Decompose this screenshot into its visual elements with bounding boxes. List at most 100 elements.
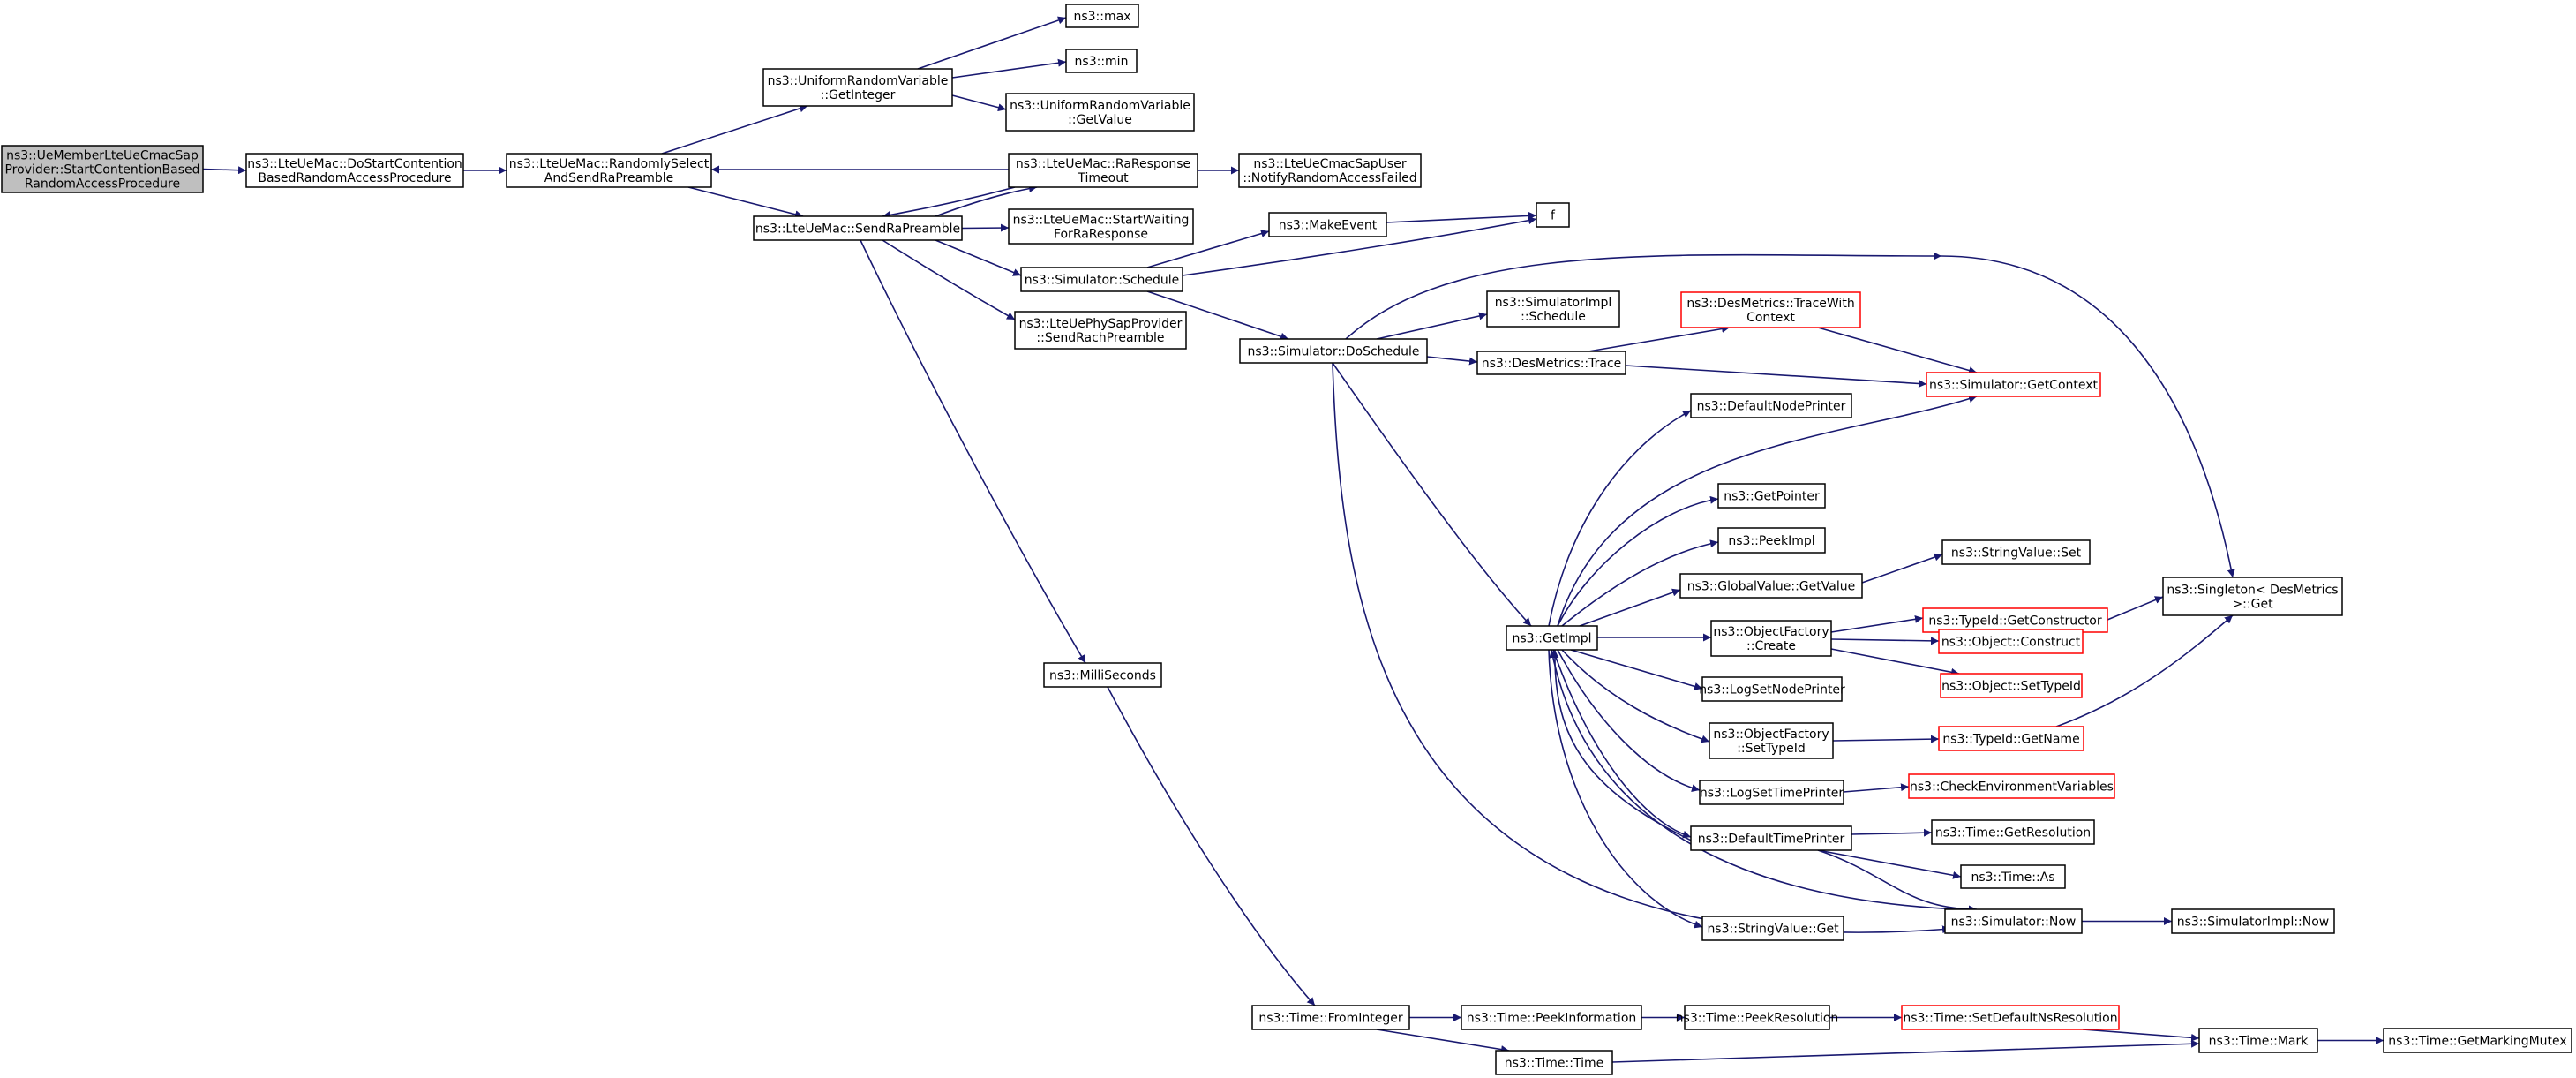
edge-schedule-f (1182, 216, 1537, 276)
edge-fromInt-timeTime (1376, 1029, 1510, 1054)
node-box (1690, 393, 1852, 418)
node-label: Context (1746, 311, 1795, 325)
node-objSetTypeId[interactable]: ns3::Object::SetTypeId (1940, 673, 2083, 698)
node-label: ns3::Time::PeekResolution (1676, 1012, 1839, 1026)
node-peekRes[interactable]: ns3::Time::PeekResolution (1676, 1005, 1839, 1030)
edge-milli-fromInt (1107, 686, 1316, 1006)
node-label: ns3::MilliSeconds (1049, 669, 1156, 683)
node-phy[interactable]: ns3::LteUePhySapProvider::SendRachPreamb… (1014, 311, 1187, 350)
edge-sendRa-phy (882, 239, 1016, 320)
node-fromInt[interactable]: ns3::Time::FromInteger (1251, 1005, 1410, 1030)
node-label: ForRaResponse (1054, 228, 1148, 242)
node-peekImpl[interactable]: ns3::PeekImpl (1717, 527, 1826, 554)
node-box (1699, 780, 1844, 805)
edge-getImpl-defNodePr (1548, 410, 1692, 627)
node-label: ::Schedule (1521, 310, 1586, 324)
node-schedule[interactable]: ns3::Simulator::Schedule (1020, 267, 1183, 292)
edge-dmTrace-getContext (1625, 365, 1927, 388)
node-box (2162, 577, 2343, 616)
edge-doSched-singleton (1345, 252, 1942, 340)
node-getMutex[interactable]: ns3::Time::GetMarkingMutex (2383, 1028, 2572, 1053)
node-notify[interactable]: ns3::LteUeCmacSapUser::NotifyRandomAcces… (1238, 153, 1422, 188)
node-label: ::NotifyRandomAccessFailed (1243, 171, 1416, 185)
node-label: >::Get (2232, 598, 2273, 612)
node-label: ns3::LteUeMac::RaResponse (1016, 157, 1190, 171)
node-box (1486, 290, 1620, 328)
node-logSetNode[interactable]: ns3::LogSetNodePrinter (1699, 676, 1845, 702)
node-box (2383, 1028, 2572, 1053)
node-label: ns3::Simulator::DoSchedule (1248, 345, 1420, 359)
node-singleton[interactable]: ns3::Singleton< DesMetrics >::Get (2162, 577, 2343, 616)
node-timeMark[interactable]: ns3::Time::Mark (2198, 1028, 2318, 1053)
edge-dmTrace-dmTraceCtx (1588, 325, 1731, 352)
node-label: Timeout (1077, 171, 1129, 185)
node-simNow[interactable]: ns3::Simulator::Now (1944, 908, 2083, 934)
edge-doSched-getImpl (1332, 362, 1532, 627)
node-label: ns3::TypeId::GetName (1942, 733, 2079, 747)
node-label: ns3::DefaultNodePrinter (1697, 400, 1846, 414)
node-simImplNow[interactable]: ns3::SimulatorImpl::Now (2171, 908, 2335, 934)
node-doStart[interactable]: ns3::LteUeMac::DoStartContentionBasedRan… (245, 153, 464, 188)
node-getImpl[interactable]: ns3::GetImpl (1506, 625, 1598, 651)
node-getContext[interactable]: ns3::Simulator::GetContext (1926, 372, 2101, 397)
node-label: ns3::LteUeMac::SendRaPreamble (755, 222, 960, 237)
node-box (1709, 722, 1834, 759)
node-timeTime[interactable]: ns3::Time::Time (1495, 1050, 1613, 1075)
node-getName[interactable]: ns3::TypeId::GetName (1938, 726, 2084, 751)
node-setDefRes[interactable]: ns3::Time::SetDefaultNsResolution (1901, 1005, 2120, 1030)
node-label: ns3::Time::As (1971, 871, 2054, 885)
node-box (1065, 4, 1139, 28)
node-label: AndSendRaPreamble (544, 171, 673, 185)
node-timeAs[interactable]: ns3::Time::As (1960, 864, 2066, 889)
edge-timeTime-timeMark (1611, 1039, 2200, 1063)
node-f[interactable]: f (1536, 202, 1570, 228)
edge-getImpl-logSetNode (1570, 649, 1703, 690)
node-defTimePr[interactable]: ns3::DefaultTimePrinter (1690, 825, 1852, 851)
node-max[interactable]: ns3::max (1065, 4, 1139, 28)
node-getPointer[interactable]: ns3::GetPointer (1717, 483, 1826, 509)
node-makeEvent[interactable]: ns3::MakeEvent (1268, 212, 1387, 237)
node-defNodePr[interactable]: ns3::DefaultNodePrinter (1690, 393, 1852, 418)
node-milli[interactable]: ns3::MilliSeconds (1043, 662, 1162, 688)
node-box (1495, 1050, 1613, 1075)
node-box (1717, 483, 1826, 509)
node-objConstruct[interactable]: ns3::Object::Construct (1938, 629, 2084, 654)
node-label: ::SendRachPreamble (1036, 331, 1164, 345)
node-label: ns3::Time::GetMarkingMutex (2388, 1035, 2566, 1049)
node-box (1931, 819, 2095, 845)
node-logSetTime[interactable]: ns3::LogSetTimePrinter (1699, 780, 1844, 805)
node-sendRa[interactable]: ns3::LteUeMac::SendRaPreamble (753, 215, 963, 241)
node-doSched[interactable]: ns3::Simulator::DoSchedule (1239, 338, 1428, 364)
node-getRes[interactable]: ns3::Time::GetResolution (1931, 819, 2095, 845)
node-randSel[interactable]: ns3::LteUeMac::RandomlySelectAndSendRaPr… (506, 153, 712, 188)
node-label: ns3::DesMetrics::TraceWith (1686, 297, 1854, 311)
node-getValue[interactable]: ns3::UniformRandomVariable::GetValue (1005, 93, 1195, 132)
node-label: ns3::SimulatorImpl::Now (2177, 916, 2330, 930)
node-box (1701, 916, 1844, 941)
node-min[interactable]: ns3::min (1065, 49, 1138, 73)
node-label: f (1551, 209, 1556, 223)
node-strValGet[interactable]: ns3::StringValue::Get (1701, 916, 1844, 941)
edge-getImpl-strValGet (1548, 649, 1703, 929)
node-root[interactable]: ns3::UeMemberLteUeCmacSapProvider::Start… (1, 145, 204, 193)
node-ofCreate[interactable]: ns3::ObjectFactory::Create (1710, 620, 1832, 657)
node-getInt[interactable]: ns3::UniformRandomVariable::GetInteger (762, 68, 953, 107)
node-gvGetValue[interactable]: ns3::GlobalValue::GetValue (1679, 573, 1863, 599)
node-label: ns3::LteUePhySapProvider (1019, 317, 1183, 331)
edge-schedule-makeEvent (1146, 230, 1270, 268)
node-getCtor[interactable]: ns3::TypeId::GetConstructor (1922, 607, 2108, 633)
edge-getName-singleton (2055, 614, 2234, 727)
edge-singleton-curve (1941, 255, 2235, 578)
node-box (1938, 726, 2084, 751)
node-strValSet[interactable]: ns3::StringValue::Set (1941, 539, 2091, 565)
node-ofSetTypeId[interactable]: ns3::ObjectFactory::SetTypeId (1709, 722, 1834, 759)
node-dmTrace[interactable]: ns3::DesMetrics::Trace (1476, 351, 1626, 375)
node-peekInfo[interactable]: ns3::Time::PeekInformation (1461, 1005, 1642, 1030)
node-label: ::GetValue (1068, 113, 1132, 127)
node-simImplSched[interactable]: ns3::SimulatorImpl::Schedule (1486, 290, 1620, 328)
node-box (1065, 49, 1138, 73)
node-checkEnv[interactable]: ns3::CheckEnvironmentVariables (1908, 773, 2115, 799)
